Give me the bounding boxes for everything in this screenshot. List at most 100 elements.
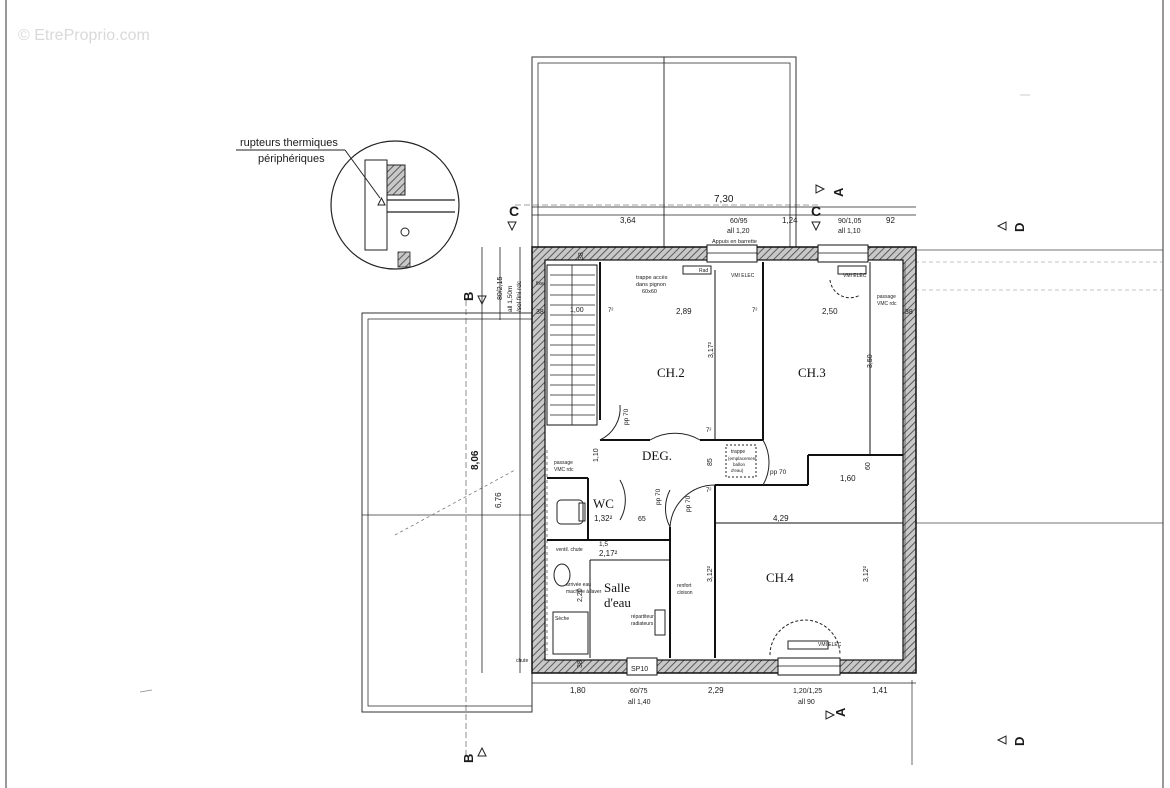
detail-leader-arrow (344, 149, 381, 199)
top-terrace (531, 56, 797, 248)
radiator-ch4-icon (787, 640, 829, 650)
note-rad-ch2: Rad (699, 268, 708, 274)
note-repartiteur-line1: répartiteur (631, 614, 654, 620)
door-wc (619, 479, 626, 521)
section-c-arrow-right (811, 221, 821, 232)
detail-footing (397, 251, 411, 268)
section-a-arrow-bottom (825, 710, 836, 720)
door-stair (599, 404, 621, 441)
dim-7-b: 7² (752, 308, 757, 314)
dim-pp70-stair: pp 70 (623, 408, 630, 425)
note-passage-line2: VMC rdc (554, 467, 574, 473)
door-sde (664, 489, 671, 528)
radiator-ch2-icon (682, 265, 712, 275)
detail-triangle-icon (377, 196, 386, 206)
detail-insulation (386, 164, 406, 196)
stair-treads (550, 265, 595, 425)
note-trappe2-line3: ballon (733, 462, 746, 467)
dim-bottom-141: 1,41 (872, 686, 888, 695)
door-ch3 (762, 439, 770, 486)
dim-top-6095: 60/95 (730, 218, 748, 225)
section-c-label-left: C (509, 203, 519, 219)
room-deg-label: DEG. (642, 448, 672, 463)
stray-mark (139, 689, 153, 693)
dim-bottom-120125: 1,20/1,25 (793, 688, 822, 695)
room-ch4-label: CH.4 (766, 570, 794, 585)
note-fixe: fixe (536, 281, 544, 287)
note-trappe2-line1: trappe (731, 449, 745, 455)
note-repartiteur-line2: radiateurs (631, 621, 654, 627)
note-trappe-line3: 60x60 (642, 289, 657, 295)
section-a-label-top: A (831, 187, 846, 197)
section-d-label-top: D (1012, 223, 1027, 232)
note-seche: Sèche (555, 616, 569, 622)
room-sde-label-line1: Salle (604, 580, 630, 595)
dim-bottom-all140: all 1,40 (628, 699, 651, 706)
detail-label-line2: périphériques (258, 153, 325, 165)
dim-bottom-229: 2,29 (708, 686, 724, 695)
note-passage2-line2: VMC rdc (877, 301, 897, 307)
detail-wall-left (364, 159, 388, 251)
window-bottom-sde (626, 657, 658, 676)
note-vmc-ch4: VMI ELEC (818, 642, 842, 648)
watermark-text: © EtreProprio.com (18, 27, 150, 44)
note-passage2-line1: passage (877, 294, 896, 300)
washbasin-icon (553, 563, 571, 587)
section-markers: C C A A D D B B (461, 184, 1027, 763)
door-ch4 (669, 484, 716, 528)
note-chute: chute (516, 658, 528, 664)
left-terrace-inner (367, 318, 533, 707)
dim-7-c: 7² (706, 428, 711, 434)
dim-total-width: 7,30 (714, 194, 734, 205)
section-b-label-bottom: B (461, 754, 476, 763)
dim-pp70-wc: pp 70 (655, 488, 662, 505)
toilet-tank-icon (578, 502, 586, 522)
room-sde-area: 2,17² (599, 549, 618, 558)
window-top-ch3 (817, 244, 869, 263)
dim-top-92: 92 (886, 216, 895, 225)
dim-top-90105: 90/1,05 (838, 218, 861, 225)
note-passage-line1: passage (554, 460, 573, 466)
dim-7-a: 7² (608, 308, 613, 314)
dim-160: 1,60 (840, 474, 856, 483)
dimension-labels: 7,30 3,64 60/95 all 1,20 1,24 90/1,05 al… (470, 194, 913, 706)
dim-left-80215: 80/2,15 (497, 277, 504, 300)
left-terrace (361, 312, 533, 713)
thermal-break-detail: rupteurs thermiques périphériques (236, 137, 460, 270)
room-labels: CH.2 CH.3 CH.4 DEG. WC 1,32² Salle d'eau… (593, 365, 826, 610)
dim-38-left: 38 (536, 309, 544, 316)
room-sde-label-line2: d'eau (604, 595, 631, 610)
left-terrace-outer (361, 312, 533, 713)
dim-7-d: 7² (706, 488, 711, 494)
section-c-label-right: C (811, 203, 821, 219)
dim-top-364: 3,64 (620, 216, 636, 225)
detail-label-line1: rupteurs thermiques (240, 137, 338, 149)
detail-circle (330, 140, 460, 270)
section-a-arrow-top (815, 184, 826, 194)
door-swings (599, 279, 861, 656)
dim-60: 60 (865, 462, 872, 470)
section-b-label-top: B (461, 292, 476, 301)
section-b-arrow-bottom (477, 746, 487, 757)
window-bottom-ch4 (777, 657, 841, 676)
dim-250: 2,50 (822, 307, 838, 316)
dim-429: 4,29 (773, 514, 789, 523)
annotations: trappe accès dans pignon 60x60 Rad VMI E… (516, 268, 897, 664)
dim-bottom-all90: all 90 (798, 699, 815, 706)
dim-bottom-180: 1,80 (570, 686, 586, 695)
section-c-arrow-left (507, 221, 517, 232)
inner-floor-area (544, 259, 904, 661)
note-ventil: ventil. chute (556, 547, 583, 553)
dim-left-sol: /sol fini rdc (516, 280, 523, 312)
room-wc-label: WC (593, 496, 614, 511)
dim-top-124: 1,24 (782, 216, 798, 225)
dim-pp70-ch3: pp 70 (770, 469, 787, 476)
dim-top-all110: all 1,10 (838, 228, 861, 235)
window-swing-ch4 (769, 619, 841, 656)
window-top-ch2 (706, 244, 758, 263)
dim-289: 2,89 (676, 307, 692, 316)
fixtures (552, 265, 867, 655)
dim-left-676: 6,76 (494, 492, 503, 508)
note-renfort-line2: cloison (677, 590, 693, 596)
